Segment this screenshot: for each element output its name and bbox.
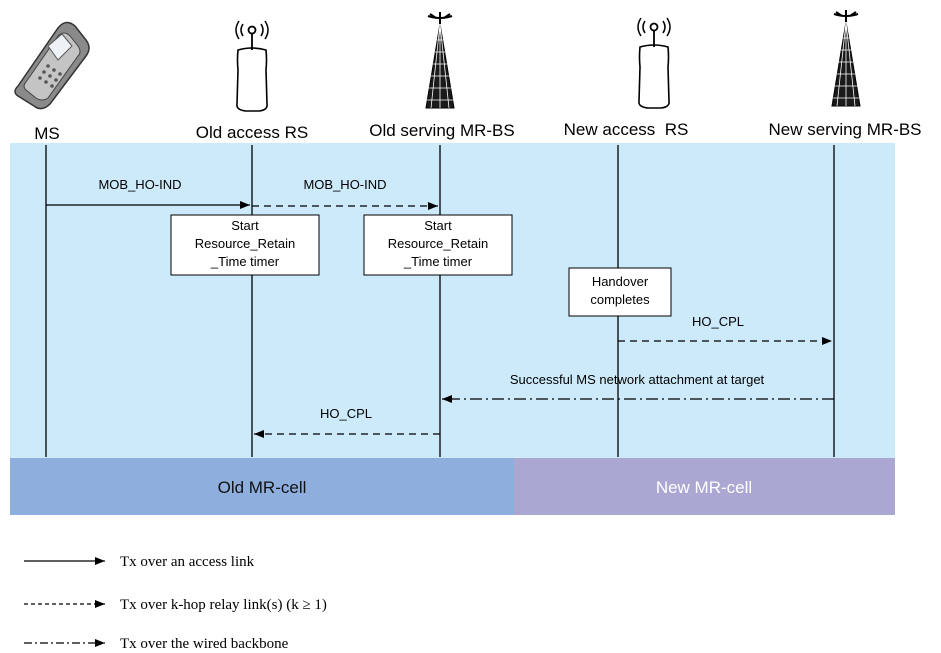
old-mr-cell-label: Old MR-cell <box>218 478 307 497</box>
message-label-ho-cpl-old: HO_CPL <box>320 406 372 421</box>
message-region-background <box>10 143 895 458</box>
message-label-mob-ho-ind-1: MOB_HO-IND <box>98 177 181 192</box>
svg-text:Resource_Retain: Resource_Retain <box>195 236 295 251</box>
message-label-network-attachment: Successful MS network attachment at targ… <box>510 372 765 387</box>
svg-text:_Time timer: _Time timer <box>403 254 473 269</box>
legend-label-backbone: Tx over the wired backbone <box>120 636 289 652</box>
entity-label-new-access-rs: New access RS <box>564 120 689 139</box>
entity-label-new-serving-mr-bs: New serving MR-BS <box>768 120 921 139</box>
svg-text:Start: Start <box>424 218 452 233</box>
base-station-tower-icon <box>831 10 861 107</box>
entity-label-old-access-rs: Old access RS <box>196 123 308 142</box>
new-mr-cell-band <box>514 458 895 515</box>
entity-label-ms: MS <box>34 124 60 143</box>
legend-label-access: Tx over an access link <box>120 554 255 570</box>
svg-text:Resource_Retain: Resource_Retain <box>388 236 488 251</box>
relay-station-antenna-icon <box>235 20 269 112</box>
svg-text:Start: Start <box>231 218 259 233</box>
svg-text:Handover: Handover <box>592 274 649 289</box>
relay-station-antenna-icon <box>637 17 671 109</box>
legend: Tx over an access link Tx over k-hop rel… <box>24 554 327 652</box>
mobile-phone-icon <box>14 21 90 110</box>
base-station-tower-icon <box>425 12 455 109</box>
handover-completes-note: Handover completes <box>568 267 672 317</box>
timer-note-old-bs: Start Resource_Retain _Time timer <box>363 214 513 276</box>
old-mr-cell-band <box>10 458 514 515</box>
message-label-ho-cpl-new: HO_CPL <box>692 314 744 329</box>
entity-label-old-serving-mr-bs: Old serving MR-BS <box>369 121 514 140</box>
message-label-mob-ho-ind-2: MOB_HO-IND <box>303 177 386 192</box>
legend-label-relay: Tx over k-hop relay link(s) (k ≥ 1) <box>120 597 327 613</box>
timer-note-old-rs: Start Resource_Retain _Time timer <box>170 214 320 276</box>
svg-text:completes: completes <box>590 292 650 307</box>
svg-text:_Time timer: _Time timer <box>210 254 280 269</box>
new-mr-cell-label: New MR-cell <box>656 478 752 497</box>
